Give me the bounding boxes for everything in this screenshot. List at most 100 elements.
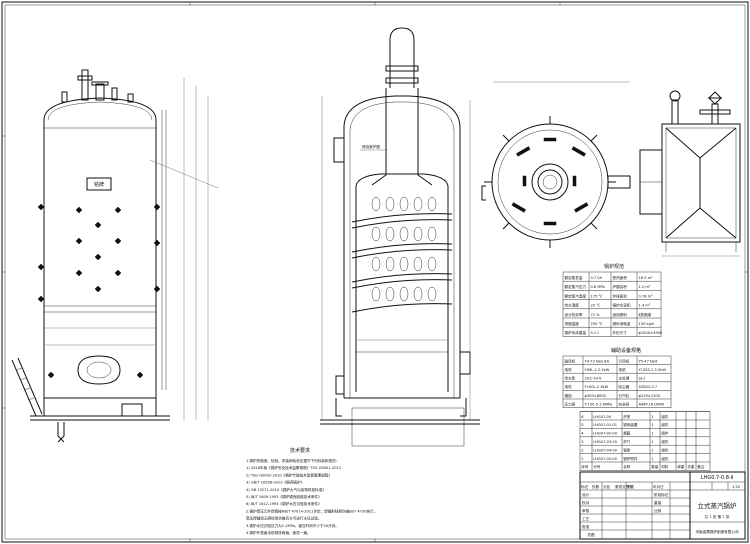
table-cell: 0.7 t/h bbox=[591, 276, 603, 280]
design-label: 总图 bbox=[587, 532, 595, 537]
main-params-grid: 额定蒸发量 0.7 t/h 受热面积 18.5 m² 额定蒸汽压力 0.8 MPa 炉膛容积… bbox=[562, 271, 663, 337]
table-cell: 钢架 bbox=[623, 447, 631, 452]
table-cell: Y90L-2 2.2kW bbox=[585, 368, 610, 372]
table-cell: 6 bbox=[581, 415, 584, 419]
table-cell: 除尘器 bbox=[619, 384, 630, 389]
table-cell: 燃料消耗量 bbox=[613, 321, 631, 326]
table-cell: 5 bbox=[581, 423, 583, 427]
table-cell: 1 bbox=[651, 415, 653, 419]
table-cell: 设计热效率 bbox=[565, 312, 583, 317]
table-cell: 工艺 bbox=[582, 516, 590, 521]
table-cell: 受压焊缝经无损检测合格后方可进行水压试验。 bbox=[246, 516, 321, 521]
table-cell: XZD/G-0.7 bbox=[639, 385, 658, 389]
table-cell: Y-150 0-1.6MPa bbox=[585, 402, 613, 406]
table-cell: 烟囱 bbox=[565, 393, 573, 398]
top-view bbox=[481, 81, 631, 248]
aux-params-title: 辅助设备规格 bbox=[611, 347, 641, 354]
table-cell: 175 ℃ bbox=[591, 294, 603, 298]
table-cell: Ⅱ类烟煤 bbox=[639, 312, 652, 317]
table-cell: 1.锅炉的制造、检验、安装和验收应遵守下列标准和规范： bbox=[246, 458, 339, 463]
table-cell: 序号 bbox=[581, 464, 589, 469]
technical-notes: 技术要求 1.锅炉的制造、检验、安装和验收应遵守下列标准和规范： 1) 2016… bbox=[246, 447, 377, 535]
table-cell: 0.78 m² bbox=[639, 294, 654, 298]
table-cell: 2GC-5×4 bbox=[585, 377, 602, 381]
table-cell: φ300×8000 bbox=[585, 394, 607, 398]
table-cell: 鼓风机 bbox=[565, 358, 576, 363]
table-cell: 受热面积 bbox=[613, 275, 628, 280]
table-cell: 阶段标记 bbox=[654, 492, 669, 497]
section-label: 燃烧室炉膛 bbox=[362, 144, 380, 149]
table-cell: 2.锅炉受压元件焊接按NB/T 47014-2011评定，焊缝射线探伤按JB/T… bbox=[246, 508, 377, 513]
table-cell: 引风机 bbox=[619, 358, 630, 363]
drawing-scale: 1:20 bbox=[732, 485, 741, 489]
table-cell: 组件 bbox=[661, 431, 669, 436]
table-cell: SJ-1 bbox=[639, 377, 646, 381]
table-cell: 1.4 m³ bbox=[639, 304, 651, 308]
table-cell: LHG07-02-00 bbox=[593, 432, 618, 436]
table-cell: 重量 bbox=[654, 500, 662, 505]
table-cell: 比例 bbox=[654, 508, 662, 513]
table-cell: 组件 bbox=[661, 439, 669, 444]
table-cell: 4.锅炉外表面涂防锈漆两遍，面漆一遍。 bbox=[246, 530, 311, 535]
table-cell: 分区 bbox=[603, 484, 611, 489]
table-cell: 0.8 MPa bbox=[591, 285, 605, 289]
table-cell: 电机 bbox=[565, 367, 573, 372]
title-block: 标记处数分区更改文件号签名年月日 设计校对审核工艺批准阶段标记重量比例 LHG0… bbox=[579, 471, 746, 540]
table-cell: Y100L-2 3kW bbox=[585, 385, 609, 389]
table-cell: 130 kg/h bbox=[639, 322, 655, 326]
main-params-table: 锅炉规范 额定蒸发量 0.7 t/h 受热面积 18.5 m² 额定蒸汽压力 0.8 MP… bbox=[562, 263, 663, 337]
table-cell: 电机 bbox=[619, 367, 627, 372]
table-cell: 18.5 m² bbox=[639, 276, 654, 280]
table-cell: 给水温度 bbox=[565, 303, 580, 308]
table-frame bbox=[562, 271, 662, 337]
notes-lines: 1.锅炉的制造、检验、安装和验收应遵守下列标准和规范： 1) 2016年版《锅炉… bbox=[246, 458, 377, 535]
table-cell: LHG07-00 bbox=[593, 415, 612, 419]
table-cell: 1 bbox=[581, 457, 583, 461]
table-cell: 签名 bbox=[627, 484, 635, 489]
table-cell: 1) 2016年版《锅炉安全技术监察规程》TSG G0001-2012 bbox=[246, 465, 341, 470]
table-cell: 额定蒸发量 bbox=[565, 275, 583, 280]
table-cell: 1 bbox=[651, 440, 653, 444]
table-cell: 1 bbox=[651, 448, 653, 452]
table-cell: 72 % bbox=[591, 313, 601, 317]
table-cell: 1 bbox=[651, 432, 653, 436]
table-cell: 5.1 t bbox=[591, 331, 600, 335]
table-cell: 组件 bbox=[661, 447, 669, 452]
drawing-number: LHG0.7-0.8-Ⅱ bbox=[701, 475, 733, 481]
table-cell: 处数 bbox=[592, 484, 600, 489]
table-cell: 电机 bbox=[565, 384, 573, 389]
notes-title: 技术要求 bbox=[290, 447, 310, 454]
table-cell: 5) JB/T 1609-1993《锅炉锅壳制造技术条件》 bbox=[246, 494, 322, 499]
table-cell: 外形尺寸 bbox=[613, 330, 628, 335]
table-cell: 3.锅炉水压试验压力为1.2MPa，保压时间不少于20分钟。 bbox=[246, 523, 339, 528]
table-cell: 1 bbox=[651, 423, 653, 427]
table-cell: 年月日 bbox=[653, 484, 664, 489]
table-cell: 3) GB/T 16508-2013《锅壳锅炉》 bbox=[246, 480, 304, 485]
table-cell: 6) JB/T 1612-1994《锅炉水压试验技术条件》 bbox=[246, 501, 322, 506]
main-params-title: 锅炉规范 bbox=[604, 263, 624, 270]
side-view bbox=[639, 90, 741, 257]
table-cell: 代号 bbox=[593, 464, 601, 469]
table-cell: 审核 bbox=[582, 508, 590, 513]
table-cell: 锅炉本体重量 bbox=[565, 330, 587, 335]
table-cell: 炉膛容积 bbox=[613, 284, 628, 289]
nameplate-label: 铭牌 bbox=[94, 181, 104, 188]
table-cell: 3 bbox=[581, 440, 583, 444]
table-cell: LHG07-04-00 bbox=[593, 448, 618, 452]
table-cell: 额定蒸汽压力 bbox=[565, 284, 587, 289]
table-cell: 锅炉水容积 bbox=[613, 303, 631, 308]
table-cell: 排烟温度 bbox=[565, 321, 580, 326]
table-cell: 炉门 bbox=[623, 439, 631, 444]
table-cell: 烟箱 bbox=[623, 431, 631, 436]
table-cell: 2 bbox=[581, 448, 583, 452]
table-cell: φ1500×3900 bbox=[639, 331, 663, 335]
table-cell: T4-72 No2.8A bbox=[584, 359, 610, 363]
table-cell: 炉排 bbox=[623, 414, 631, 419]
table-cell: 4 bbox=[581, 432, 584, 436]
